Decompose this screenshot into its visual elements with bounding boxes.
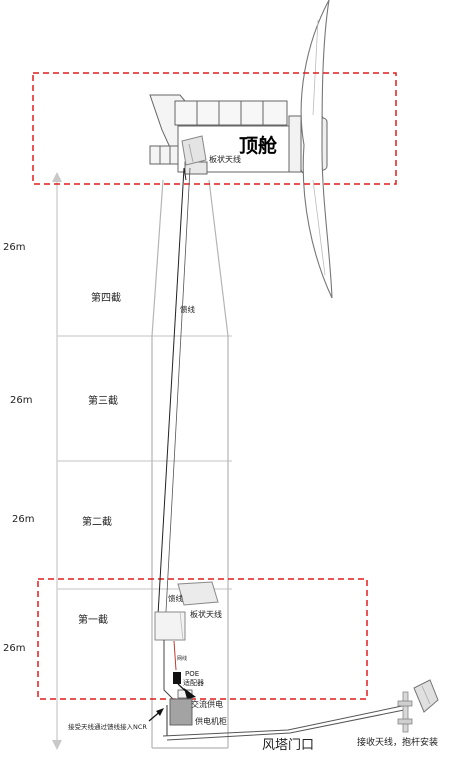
nacelle-highlight-box	[32, 72, 397, 185]
feeder-cables	[156, 167, 191, 633]
nacelle-panel-antenna	[181, 135, 207, 166]
receiver-antenna-label: 接收天线，抱杆安装	[357, 736, 438, 748]
base-highlight-box	[37, 578, 368, 700]
height-label-3: 26m	[12, 514, 34, 525]
poe-label-2: 适配器	[183, 678, 204, 687]
base-equipment	[154, 581, 219, 736]
nacelle-antenna-label: 板状天线	[209, 154, 241, 164]
poe-label-1: POE	[185, 670, 199, 678]
inner-note-arrow	[148, 708, 164, 722]
turbine-blade	[300, 0, 333, 299]
base-feeder-label: 馈线	[168, 593, 183, 603]
section-label-4: 第四截	[91, 291, 121, 304]
nacelle-title: 顶舱	[239, 134, 278, 157]
section-label-3: 第三截	[88, 394, 118, 407]
power-cabinet-label: 供电机柜	[195, 716, 227, 726]
receiver-cable	[162, 705, 405, 741]
tower-feeder-label: 馈线	[180, 304, 195, 314]
section-label-1: 第一截	[78, 613, 108, 626]
ac-power-label: 交流供电	[191, 699, 223, 709]
height-label-1: 26m	[3, 242, 25, 253]
inner-note-label: 接受天线通过馈线接入NCR	[68, 722, 147, 731]
receiver-antenna	[397, 679, 439, 733]
section-label-2: 第二截	[82, 515, 112, 528]
height-label-4: 26m	[3, 643, 25, 654]
tower-door-label: 风塔门口	[262, 738, 314, 753]
section-dividers	[57, 335, 232, 590]
tower	[151, 179, 229, 749]
base-antenna-label: 板状天线	[190, 609, 222, 619]
network-cable-label: 网线	[177, 655, 187, 662]
height-label-2: 26m	[10, 395, 32, 406]
